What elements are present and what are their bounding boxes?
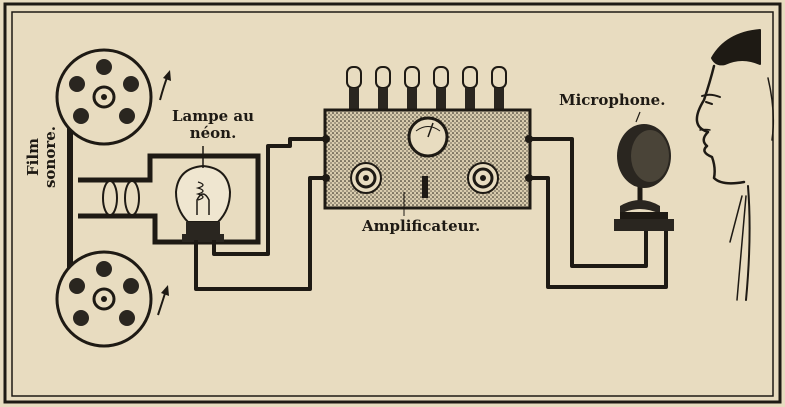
lampe-au-neon-label: Lampe au néon. bbox=[172, 108, 254, 142]
meter-dial-icon bbox=[407, 116, 449, 158]
microphone-icon bbox=[614, 111, 674, 231]
film-label-line-2: sonore. bbox=[41, 125, 59, 189]
lamp-housing bbox=[78, 153, 261, 245]
film-reel-icon bbox=[55, 48, 171, 146]
film-label-line-1: Film bbox=[24, 138, 42, 176]
vacuum-tube-icon bbox=[346, 66, 507, 89]
lens-icon bbox=[102, 180, 140, 216]
microphone-label: Microphone. bbox=[559, 91, 666, 109]
speaker-profile-icon bbox=[695, 29, 775, 301]
amplifier-knob bbox=[350, 162, 382, 194]
neon-lamp-icon bbox=[174, 146, 232, 242]
microphone-wires bbox=[530, 137, 668, 289]
film-sonore-label: Film sonore. bbox=[24, 123, 59, 191]
lampe-label-line-2: néon. bbox=[189, 124, 237, 142]
amplificateur-label: Amplificateur. bbox=[362, 217, 481, 235]
amplifier-icon bbox=[322, 66, 533, 216]
outer-frame bbox=[3, 2, 782, 404]
film-reel-icon bbox=[55, 250, 169, 348]
lampe-label-line-1: Lampe au bbox=[172, 107, 255, 125]
lamp-wires bbox=[194, 137, 330, 291]
amplifier-knob bbox=[467, 162, 499, 194]
